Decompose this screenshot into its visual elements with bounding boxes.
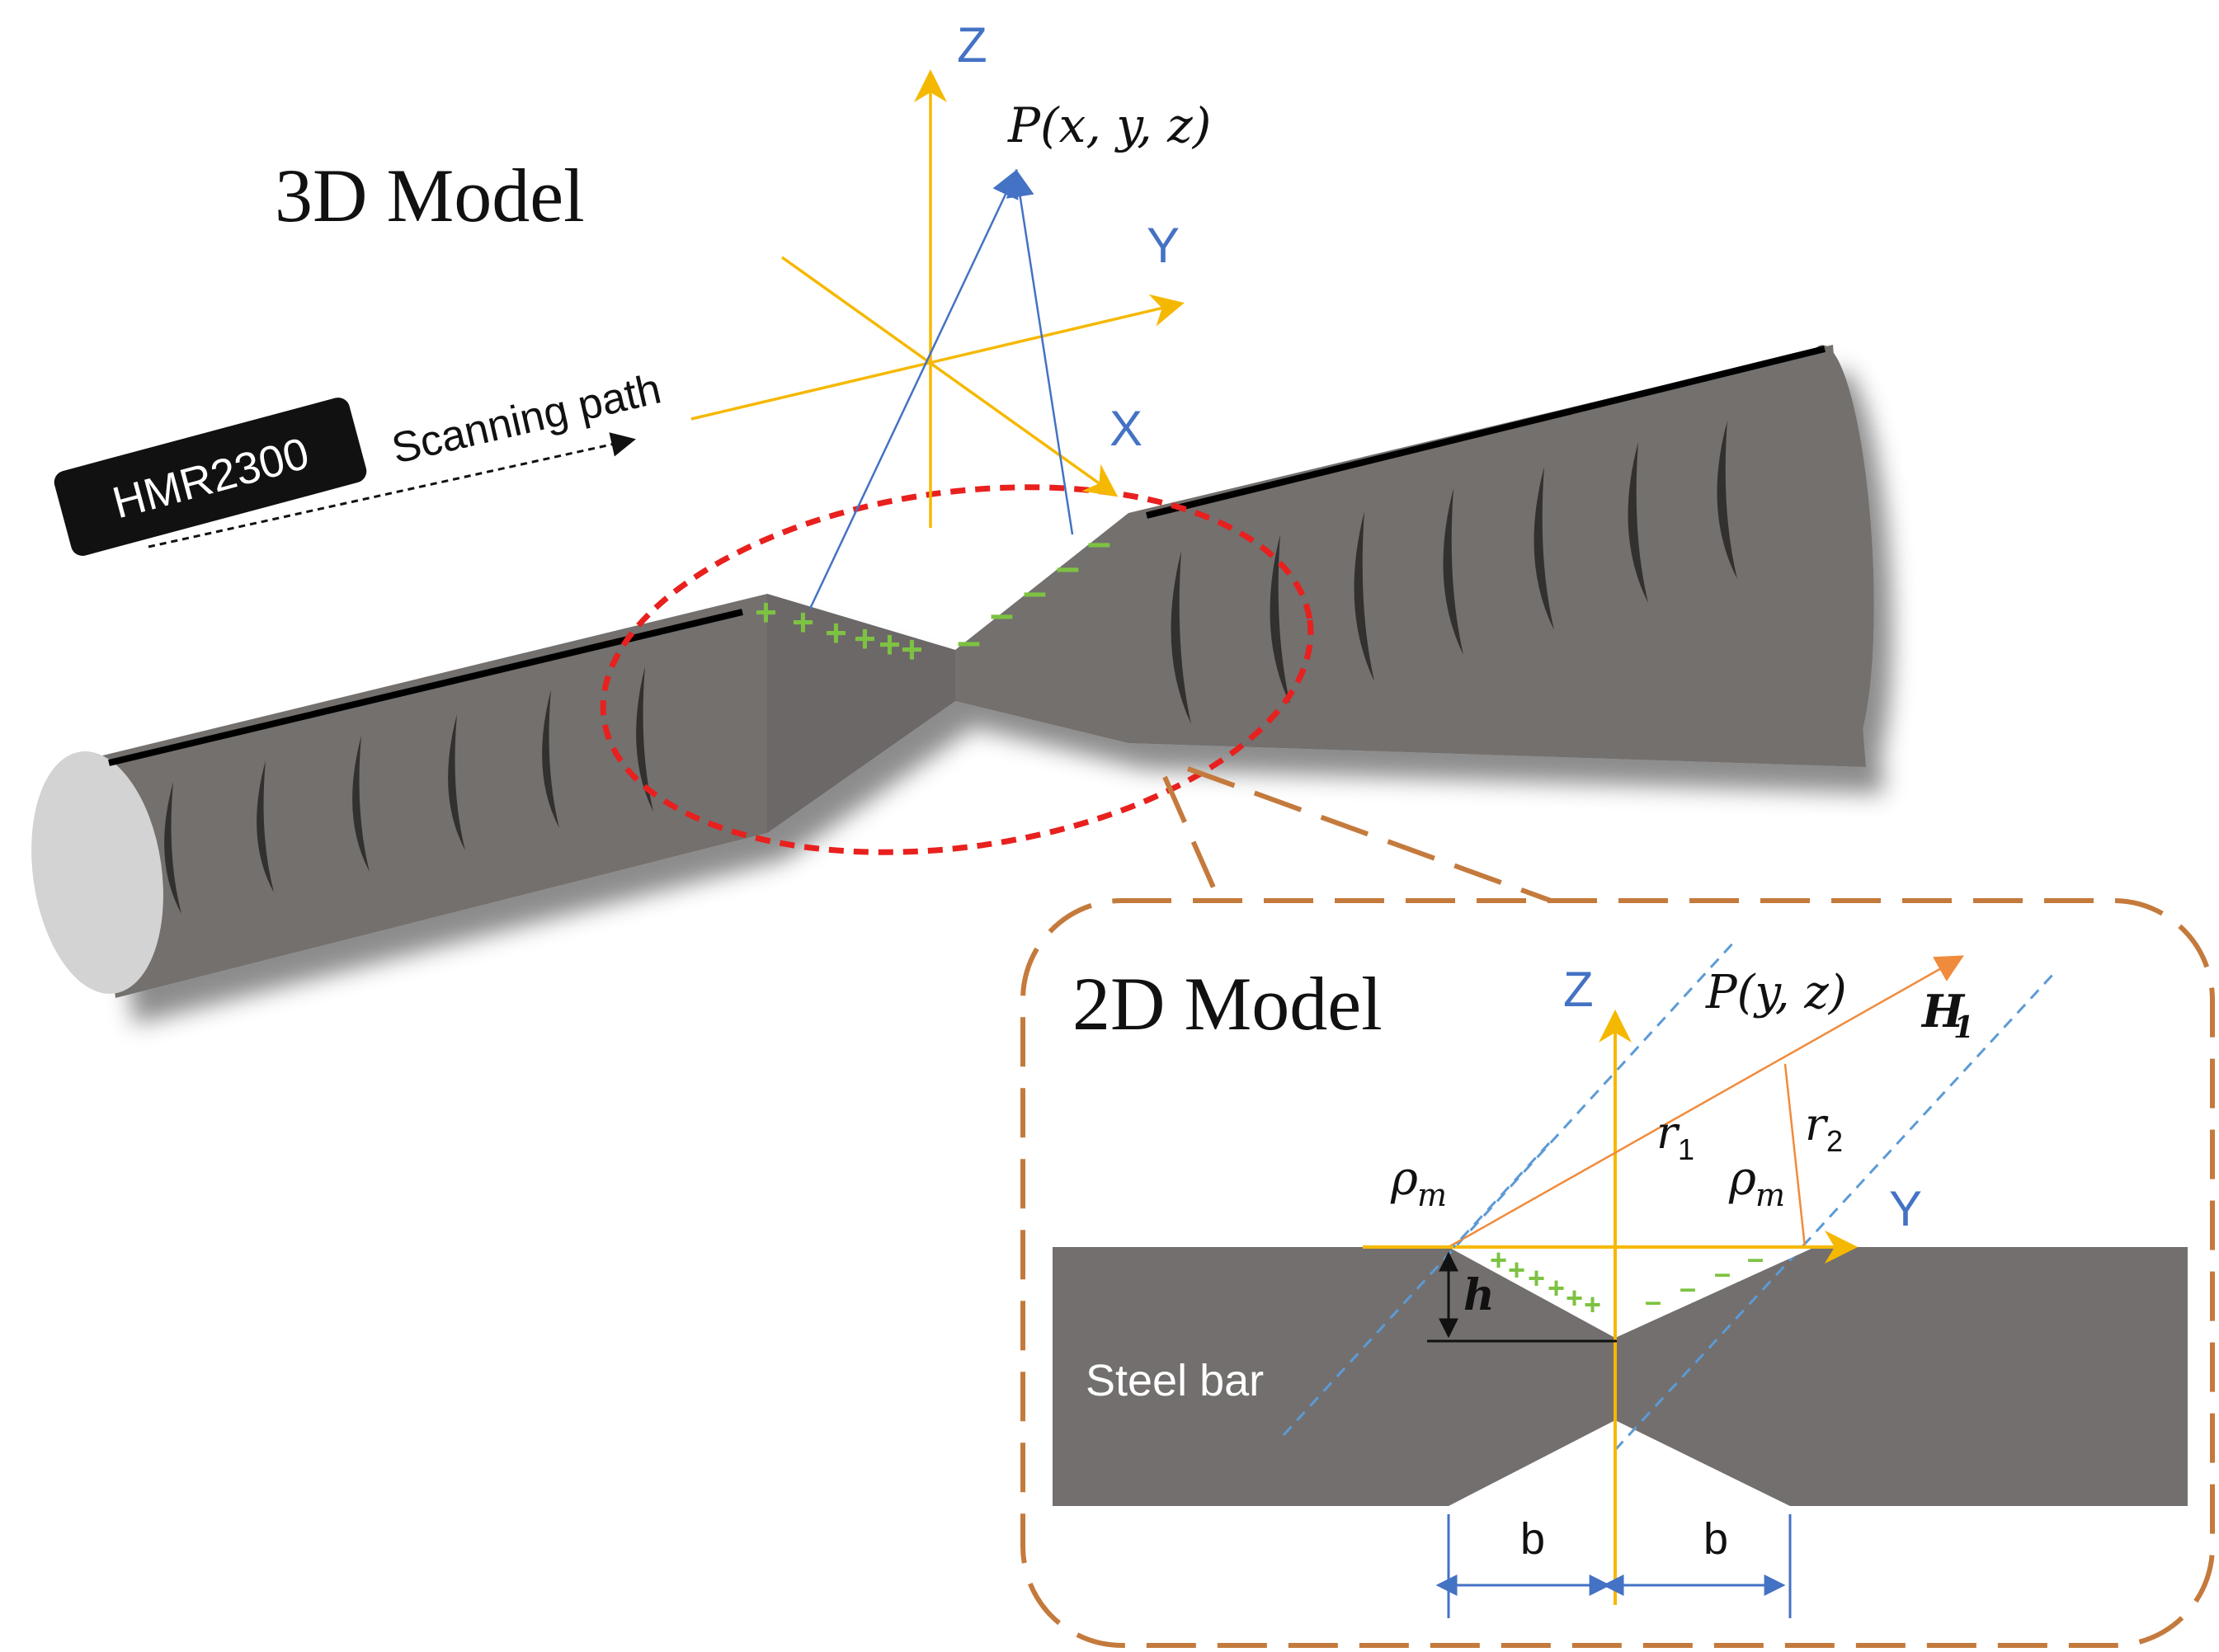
svg-text:1: 1 [1678,1132,1694,1166]
svg-text:+: + [1566,1281,1583,1315]
axis-label-z-2d: Z [1563,962,1594,1017]
axis-label-y-2d: Y [1889,1181,1922,1236]
svg-text:1: 1 [1953,1010,1974,1045]
guide-line-overlay [1452,1141,1551,1249]
charges-negative-3d: – – – – – [957,519,1111,666]
label-rho-right: ρ m [1728,1152,1785,1213]
guide-lines-2d [1282,939,2056,1452]
svg-text:+: + [792,600,814,643]
svg-text:+: + [1548,1271,1565,1305]
bar-edge-left [108,609,743,766]
svg-text:+: + [1508,1253,1525,1287]
defect-highlight-ellipse [600,484,1314,855]
sensor-badge: HMR2300 [54,398,367,556]
steel-bar-2d [1053,1247,2188,1506]
svg-text:+: + [879,623,901,666]
bar-left-end [31,751,163,994]
svg-text:–: – [957,618,981,666]
svg-text:2: 2 [1826,1124,1843,1158]
field-vectors-3d [808,168,1074,609]
label-r2: r 2 [1805,1099,1843,1158]
bar-edge-right [1146,346,1826,519]
bar-ribs-left [164,666,653,914]
bar-ribs-right [1171,421,1737,724]
svg-text:ρ: ρ [1728,1152,1756,1206]
notch-triangle-2d [1449,1247,1815,1338]
svg-text:r: r [1656,1107,1680,1159]
width-label-left: b [1520,1514,1545,1564]
svg-text:–: – [1645,1284,1661,1318]
point-p-3d: P(x, y, z) [1007,97,1211,153]
steel-bar-label: Steel bar [1086,1356,1264,1405]
field-vector-h1 [1448,955,1964,1249]
svg-text:+: + [901,628,923,671]
svg-text:–: – [1023,568,1047,616]
charges-negative-2d: – – – – [1645,1241,1764,1318]
title-3d-model: 3D Model [275,153,585,238]
svg-text:m: m [1755,1177,1785,1213]
svg-text:–: – [1680,1271,1696,1305]
axis-label-y-3d: Y [1147,218,1180,273]
svg-text:–: – [1087,519,1111,567]
bar-right-end [1792,345,1874,760]
sensor-badge-bg [54,398,367,556]
callout-connector [1162,766,1552,903]
label-rho-left: ρ m [1390,1152,1447,1213]
svg-text:–: – [1056,544,1080,591]
svg-text:H: H [1920,985,1966,1038]
axis-x-3d [780,256,1119,497]
svg-text:ρ: ρ [1390,1152,1418,1206]
svg-text:–: – [1714,1256,1731,1290]
charges-positive-2d: + + + + + + [1490,1243,1601,1321]
steel-bar-3d [31,345,1874,998]
title-2d-model: 2D Model [1072,962,1383,1046]
svg-text:m: m [1417,1177,1447,1213]
scanning-path-arrow [148,432,636,548]
field-label-h1: H 1 [1920,985,1974,1045]
width-label-right: b [1703,1514,1728,1564]
svg-text:–: – [1747,1241,1764,1275]
label-r1: r 1 [1656,1107,1694,1166]
distance-r2-line [1783,1063,1807,1248]
svg-text:+: + [1584,1287,1601,1321]
svg-text:+: + [854,617,876,660]
axis-label-z-3d: Z [957,17,987,73]
svg-text:+: + [1490,1243,1507,1277]
notch-face-left [767,594,955,833]
svg-text:+: + [825,611,847,654]
depth-label-h: h [1463,1270,1495,1320]
axis-label-x-3d: X [1110,401,1142,456]
callout-2d-box [1020,898,2215,1648]
point-p-2d: P(y, z) [1705,966,1847,1019]
vector-positive-to-p [808,168,1019,609]
scanning-path-label: Scanning path [388,365,666,473]
svg-text:–: – [990,591,1014,638]
vector-negative-to-p [1006,168,1074,535]
charges-positive-3d: + + + + + + [755,591,923,671]
width-dimensions [1435,1514,1792,1618]
svg-text:+: + [755,591,777,633]
bar-body [89,345,1866,998]
svg-text:r: r [1805,1099,1829,1151]
svg-text:+: + [1528,1261,1545,1295]
axis-y-3d [690,294,1185,421]
